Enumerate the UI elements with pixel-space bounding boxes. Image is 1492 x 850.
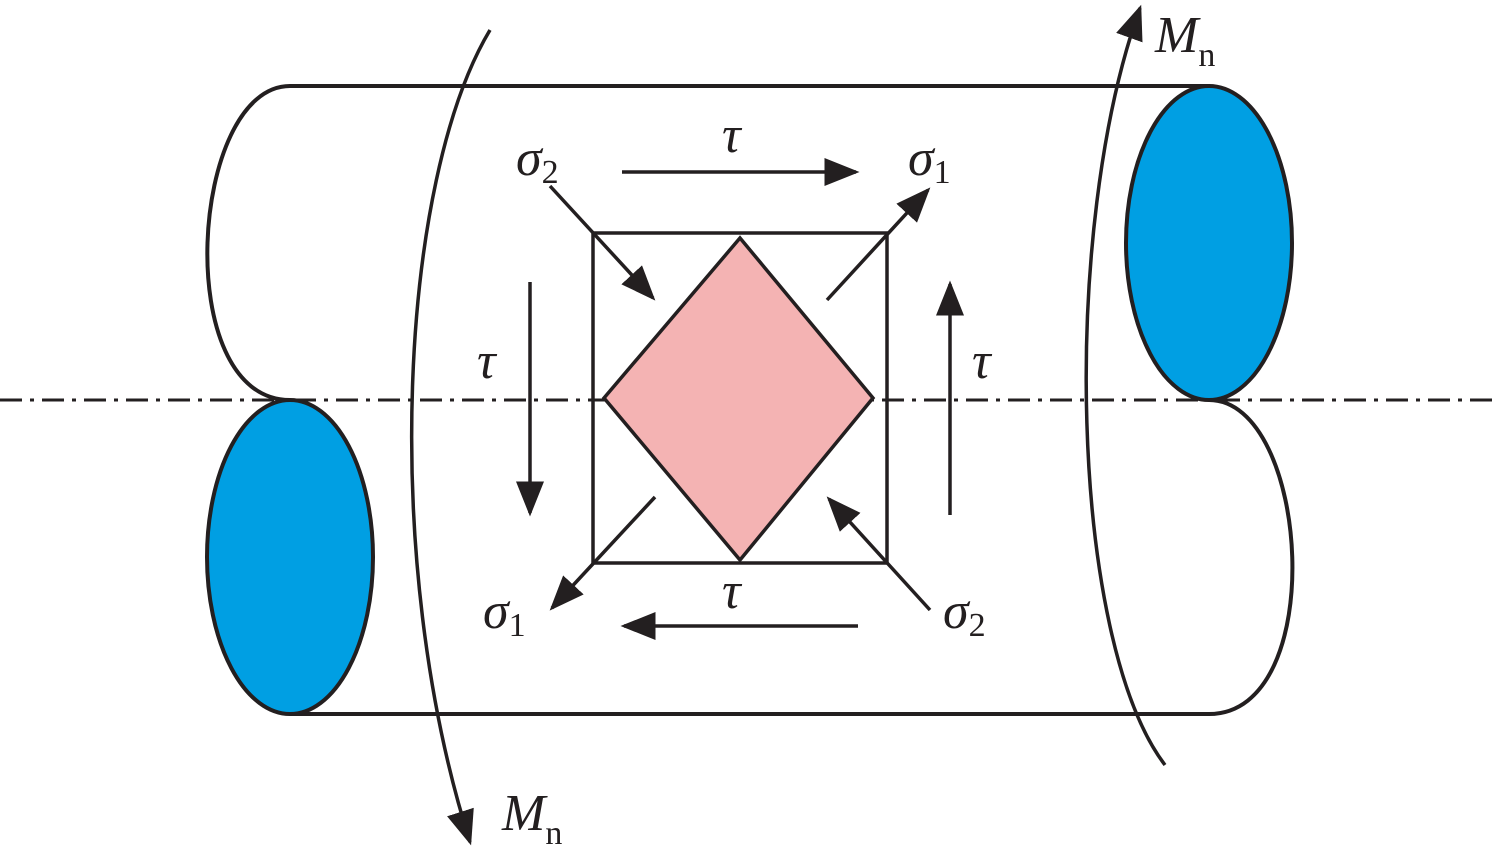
tau-left-label: τ [477,333,498,390]
sigma1-bottom-label: σ1 [483,583,526,644]
torque-arrow-right [1084,4,1167,767]
torque-bottom-label: Mn [501,785,562,850]
sigma2-top-label: σ2 [516,130,559,191]
sigma2-arrow-top [548,184,656,301]
stress-element-square [591,231,889,565]
sigma1-arrow-bottom [549,495,657,611]
tau-top-label: τ [722,107,743,164]
sigma2-arrow-bottom [826,496,932,612]
torque-top-label: Mn [1154,7,1215,74]
right-end-lower-arc [1208,398,1295,716]
sigma1-top-label: σ1 [908,130,951,191]
left-end-face [205,398,375,716]
torque-arrow-left [409,29,492,846]
sigma2-bottom-label: σ2 [943,583,986,644]
tau-bottom-label: τ [722,563,743,620]
right-end-face [1124,84,1294,402]
sigma1-arrow-top [825,187,931,302]
rotated-element-diamond [601,235,876,563]
tau-right-label: τ [972,333,993,390]
left-end-upper-arc [205,84,291,402]
